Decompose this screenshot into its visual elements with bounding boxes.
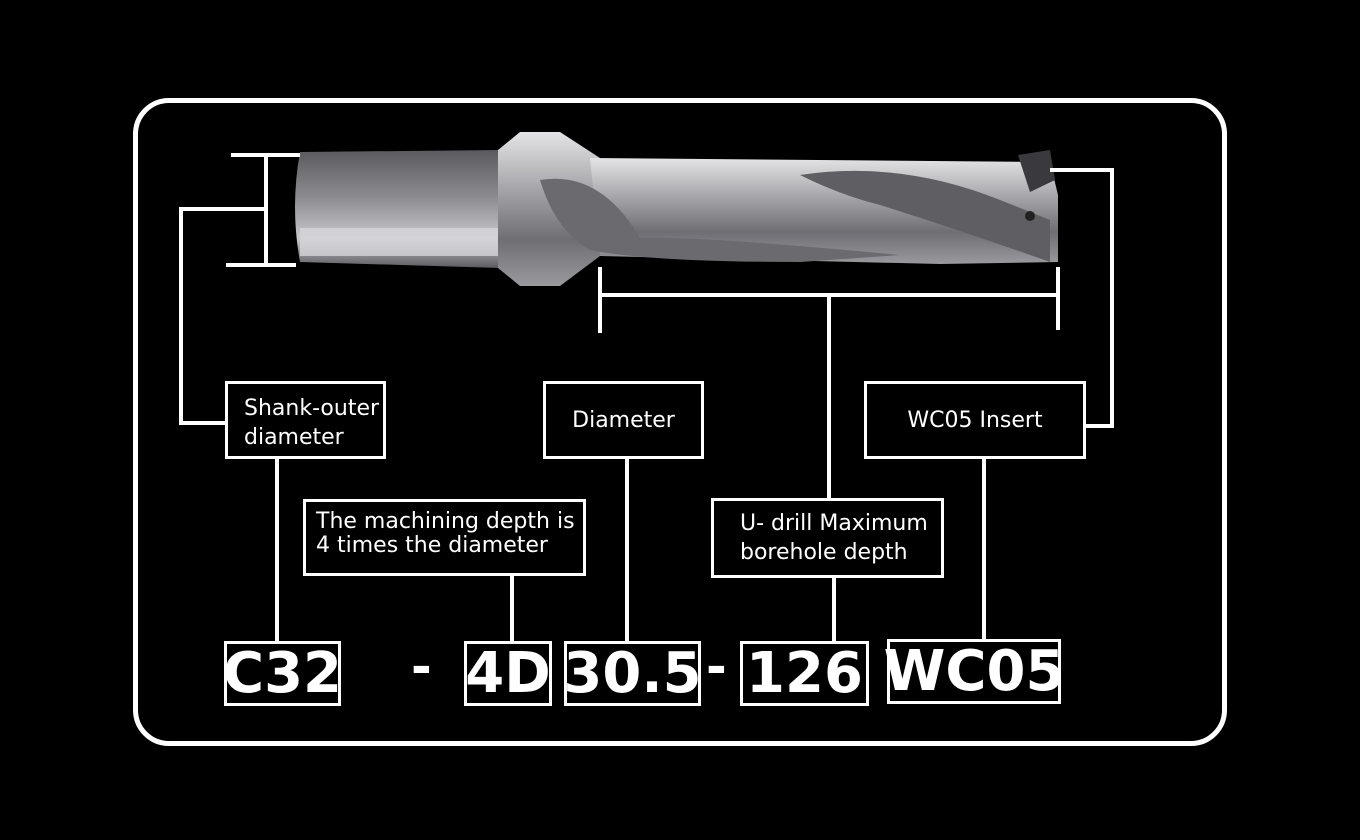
code-depth-ratio: 4D [464, 641, 552, 706]
max-depth-line1: U- drill Maximum [740, 511, 928, 536]
insert-label: WC05 Insert [864, 381, 1086, 459]
code-shank: C32 [222, 641, 343, 706]
code-insert: WC05 [883, 639, 1065, 704]
shank-leader [179, 207, 266, 425]
depth-ratio-line1: The machining depth is [316, 509, 575, 534]
shank-diameter-label: Shank-outer diameter [225, 381, 386, 459]
code-diameter: 30.5 [563, 641, 702, 706]
drill-collar [498, 132, 600, 286]
diameter-label: Diameter [543, 381, 704, 459]
dimension-lines [179, 153, 1114, 641]
coolant-hole [1025, 211, 1035, 221]
code-max-depth: 126 [740, 641, 869, 706]
shank-flat [300, 228, 500, 256]
diagram-frame [133, 98, 1227, 746]
max-depth-label: U- drill Maximum borehole depth [711, 498, 944, 578]
diameter-label-text: Diameter [572, 407, 675, 433]
drill-flute [540, 178, 900, 262]
max-depth-line2: borehole depth [740, 540, 908, 565]
insert-label-text: WC05 Insert [907, 407, 1043, 433]
insert-leader [1050, 168, 1114, 428]
code-separator-2: - [706, 638, 727, 696]
shank-label-line2: diameter [244, 425, 344, 450]
code-separator-1: - [411, 638, 432, 696]
shank-label-line1: Shank-outer [244, 396, 380, 421]
drill-flute-2 [800, 170, 1050, 262]
insert-tip [1018, 150, 1055, 192]
depth-ratio-line2: 4 times the diameter [316, 533, 548, 558]
depth-ratio-label: The machining depth is 4 times the diame… [303, 499, 586, 576]
